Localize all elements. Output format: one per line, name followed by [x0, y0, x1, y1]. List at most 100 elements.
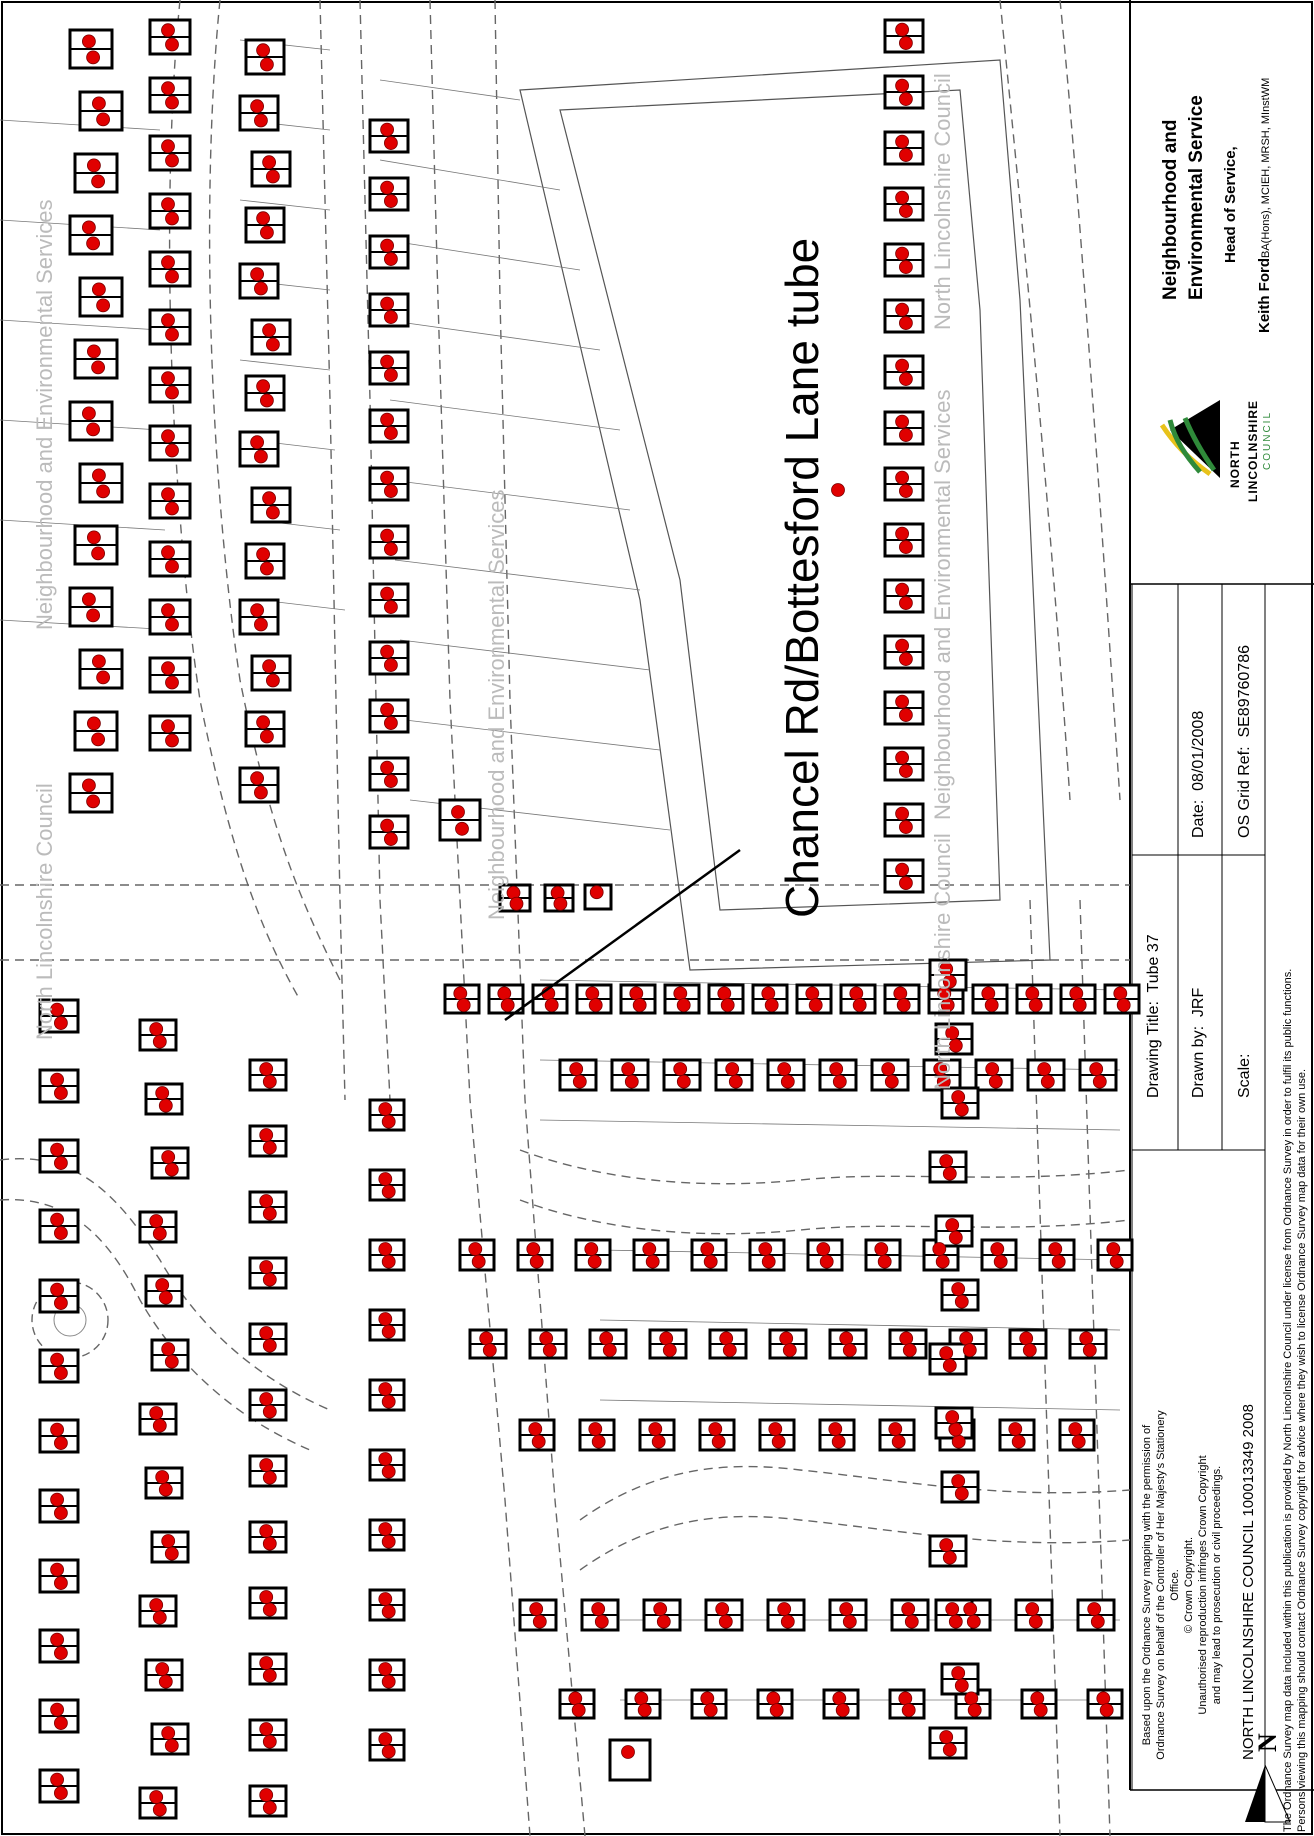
tube-marker: [539, 1331, 554, 1346]
tube-marker: [893, 986, 908, 1001]
tube-marker: [951, 1090, 966, 1104]
tube-marker: [895, 358, 909, 373]
tube-marker: [708, 1422, 723, 1436]
tube-marker: [455, 821, 469, 836]
tube-marker: [588, 1422, 603, 1436]
tube-marker: [899, 428, 913, 442]
tube-marker: [828, 1422, 843, 1436]
tube-marker: [948, 1038, 963, 1053]
tube-marker: [895, 582, 909, 597]
tube-marker: [456, 998, 471, 1013]
tube-marker: [951, 1434, 966, 1449]
tube-marker: [50, 1632, 64, 1647]
tube-marker: [642, 1242, 657, 1256]
tube-marker: [262, 1338, 277, 1353]
tube-marker: [383, 832, 398, 846]
tube-marker: [816, 1242, 831, 1256]
tube-marker: [831, 1434, 846, 1449]
tube-marker: [381, 1674, 396, 1689]
tube-marker: [92, 468, 106, 483]
tube-markers: [50, 22, 1131, 1817]
tube-marker: [985, 1062, 1000, 1076]
tube-marker: [673, 1062, 688, 1076]
tube-marker: [259, 1656, 274, 1670]
tube-marker: [1079, 1331, 1094, 1346]
tube-marker: [939, 1154, 954, 1168]
tube-marker: [651, 1434, 666, 1449]
tube-marker: [587, 1254, 602, 1269]
tube-marker: [831, 483, 845, 497]
tube-marker: [380, 122, 395, 137]
tube-marker: [165, 153, 179, 168]
tube-marker: [1011, 1434, 1026, 1449]
tube-marker: [87, 530, 101, 545]
tube-marker: [782, 1343, 797, 1358]
tube-marker: [164, 1738, 179, 1753]
tube-marker: [526, 1242, 541, 1256]
tube-marker: [899, 204, 913, 218]
tube-marker: [161, 81, 175, 96]
tube-marker: [829, 1062, 844, 1076]
tube-marker: [161, 197, 175, 212]
tube-marker: [933, 1062, 948, 1076]
tube-marker: [835, 1703, 850, 1718]
tube-marker: [380, 470, 395, 485]
tube-marker: [380, 586, 395, 601]
tube-marker: [262, 1074, 277, 1089]
tube-marker: [1072, 998, 1087, 1013]
tube-marker: [165, 95, 179, 110]
department-line-1: Neighbourhood and: [1160, 119, 1181, 300]
tube-marker: [1008, 1422, 1023, 1436]
tube-marker: [82, 406, 96, 421]
department-line-2: Environmental Service: [1186, 95, 1207, 300]
tube-marker: [54, 1436, 68, 1450]
tube-marker: [1092, 1074, 1107, 1089]
tube-marker: [591, 1602, 606, 1616]
tube-marker: [253, 449, 268, 464]
tube-marker: [161, 371, 175, 386]
tube-marker: [259, 225, 274, 240]
tube-marker: [383, 600, 398, 614]
tube-marker: [161, 719, 175, 734]
tube-marker: [383, 252, 398, 266]
tube-marker: [676, 998, 691, 1013]
tube-marker: [149, 1598, 164, 1612]
tube-marker: [262, 155, 277, 170]
logo-council: COUNCIL: [1262, 410, 1273, 470]
tube-marker: [256, 379, 271, 394]
tube-marker: [381, 1324, 396, 1339]
tube-marker: [87, 716, 101, 731]
tube-marker: [758, 1242, 773, 1256]
tube-marker: [954, 1294, 969, 1309]
tube-marker: [161, 1726, 176, 1740]
council-logo: [1159, 400, 1220, 478]
tube-marker: [161, 1150, 176, 1164]
tube-marker: [96, 670, 110, 685]
tube-marker: [378, 1592, 393, 1606]
tube-marker: [378, 1242, 393, 1256]
tube-marker: [165, 733, 179, 748]
tube-marker: [954, 1102, 969, 1117]
tube-marker: [895, 134, 909, 149]
tube-marker: [954, 1678, 969, 1693]
tube-marker: [497, 986, 512, 1001]
tube-marker: [780, 1614, 795, 1629]
tube-marker: [54, 1646, 68, 1660]
tube-marker: [50, 1772, 64, 1787]
tube-marker: [82, 592, 96, 607]
tube-marker: [942, 974, 957, 989]
tube-marker: [383, 774, 398, 788]
head-name: Keith Ford: [1256, 258, 1273, 333]
tube-marker: [165, 385, 179, 400]
tube-marker: [899, 652, 913, 666]
tube-marker: [899, 260, 913, 274]
tube-marker: [380, 644, 395, 659]
tube-marker: [259, 1260, 274, 1274]
tube-marker: [380, 238, 395, 253]
tube-marker: [54, 1366, 68, 1380]
tube-marker: [720, 998, 735, 1013]
tube-marker: [383, 716, 398, 730]
tube-marker: [256, 211, 271, 226]
tube-marker: [542, 1343, 557, 1358]
